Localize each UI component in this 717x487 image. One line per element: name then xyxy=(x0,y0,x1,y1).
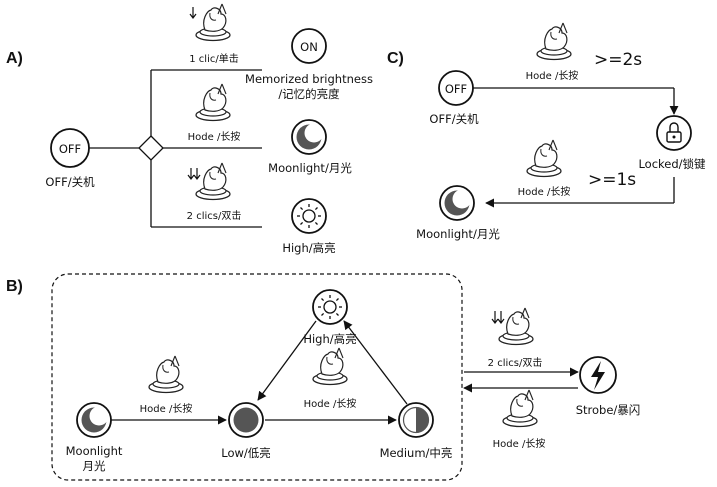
a-moonlight-label: Moonlight/月光 xyxy=(268,161,352,175)
b-moonlight-label-2: 月光 xyxy=(83,459,106,473)
b-high-sun-icon xyxy=(312,289,348,325)
b-hode-right-button-icon xyxy=(502,389,538,428)
a-moonlight-icon xyxy=(291,119,327,155)
a-memorized-label-2: /记忆的亮度 xyxy=(278,87,340,101)
c-hode-bottom-button-icon xyxy=(526,139,562,178)
a-off-label: OFF/关机 xyxy=(45,175,95,189)
a-click1-label: 1 clic/单击 xyxy=(189,53,238,65)
b-clicks2-label: 2 clics/双击 xyxy=(488,357,543,369)
c-time-top: >=2s xyxy=(594,50,642,70)
b-high-label: High/高亮 xyxy=(303,332,356,346)
b-mode-cycle-frame xyxy=(51,273,463,481)
section-b-label: B) xyxy=(6,278,23,295)
c-hode-top-label: Hode /长按 xyxy=(526,69,579,82)
a-clicks2-button-icon xyxy=(187,162,231,201)
a-on-button-text: ON xyxy=(300,40,318,54)
c-time-bottom: >=1s xyxy=(588,170,636,190)
b-hode-center-label: Hode /长按 xyxy=(304,397,357,410)
a-high-sun-icon xyxy=(291,198,327,234)
a-hode-label: Hode /长按 xyxy=(188,130,241,143)
a-off-state: OFF xyxy=(50,128,90,168)
section-c-label: C) xyxy=(387,50,404,67)
c-hode-bottom-label: Hode /长按 xyxy=(518,185,571,198)
b-hode-right-label: Hode /长按 xyxy=(493,437,546,450)
b-medium-label: Medium/中亮 xyxy=(380,446,453,460)
c-hode-top-button-icon xyxy=(536,22,572,61)
a-hode-button-icon xyxy=(195,83,231,122)
b-low-icon xyxy=(228,402,264,438)
c-off-button-text: OFF xyxy=(445,82,467,96)
b-strobe-label: Strobe/暴闪 xyxy=(576,403,641,417)
b-low-label: Low/低亮 xyxy=(221,446,271,460)
c-locked-label: Locked/锁键 xyxy=(638,157,706,171)
c-moonlight-label: Moonlight/月光 xyxy=(416,227,500,241)
c-locked-icon xyxy=(656,115,692,151)
a-decision-diamond xyxy=(138,135,164,161)
c-off-state: OFF xyxy=(438,70,474,106)
b-medium-icon xyxy=(398,402,434,438)
a-clicks2-label: 2 clics/双击 xyxy=(187,210,242,222)
b-hode-center-button-icon xyxy=(312,347,348,386)
c-moonlight-icon xyxy=(439,185,475,221)
a-high-label: High/高亮 xyxy=(282,241,335,255)
a-on-state: ON xyxy=(291,28,327,64)
c-off-label: OFF/关机 xyxy=(429,112,479,126)
b-moonlight-icon xyxy=(76,402,112,438)
b-hode-left-label: Hode /长按 xyxy=(140,402,193,415)
a-click1-button-icon xyxy=(189,3,231,42)
a-memorized-label-1: Memorized brightness xyxy=(245,72,373,86)
b-moonlight-label-1: Moonlight xyxy=(66,444,123,458)
b-hode-left-button-icon xyxy=(148,355,184,394)
section-a-label: A) xyxy=(6,50,23,67)
b-clicks2-button-icon xyxy=(491,307,534,346)
b-strobe-bolt-icon xyxy=(579,356,617,394)
a-off-button-text: OFF xyxy=(59,142,81,156)
